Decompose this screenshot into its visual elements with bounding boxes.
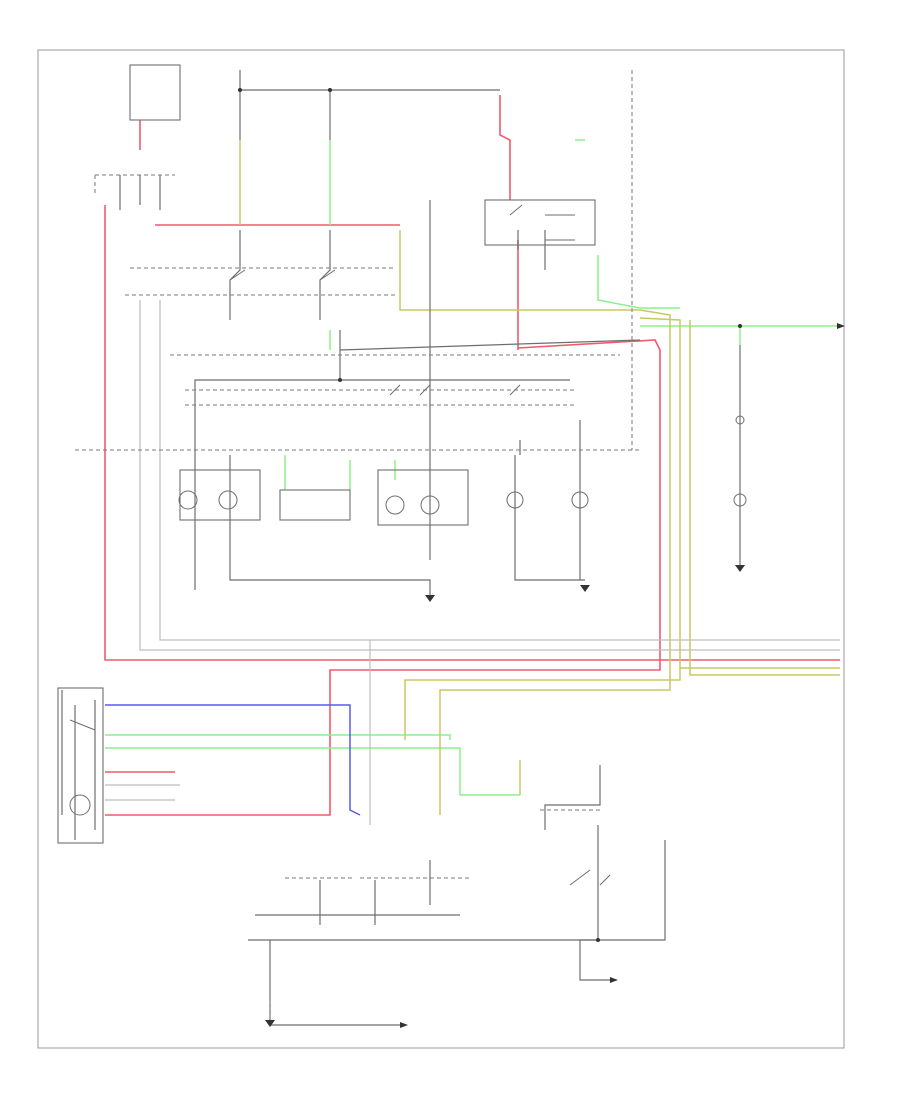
red-wires — [104, 95, 840, 816]
left-switch-assembly — [57, 687, 104, 844]
black-wires — [61, 70, 741, 1026]
relay-icon — [509, 204, 575, 241]
fuse-box — [129, 64, 181, 121]
blue-wires — [105, 704, 361, 816]
ground-icon — [265, 565, 745, 1027]
lamp-icon — [69, 415, 747, 816]
switch-box — [279, 489, 351, 521]
junction-dots — [238, 88, 742, 942]
switch-icon — [69, 269, 611, 886]
green-wires — [105, 139, 840, 796]
diagram-frame — [37, 49, 845, 1049]
lamp-box-right — [377, 469, 469, 526]
relay-box — [484, 199, 596, 246]
dashed-boundaries — [75, 70, 640, 1020]
yellow-wires — [239, 140, 840, 815]
connector-icon — [400, 323, 845, 1028]
gray-wires — [105, 300, 840, 825]
